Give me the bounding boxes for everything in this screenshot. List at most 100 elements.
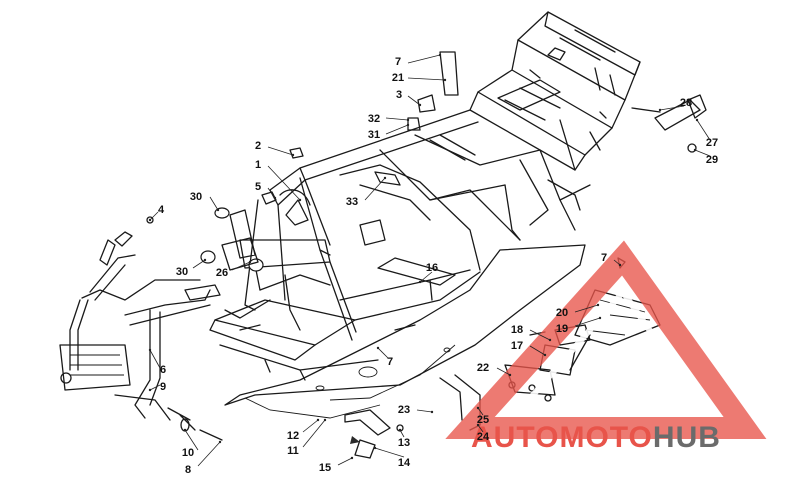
callout-number-12: 12 [287, 430, 299, 442]
callout-number-26: 26 [216, 267, 228, 279]
callout-leader-end [273, 196, 277, 200]
callout-number-27: 27 [706, 137, 718, 149]
callout-number-5: 5 [255, 181, 261, 193]
callout-number-14: 14 [398, 457, 411, 469]
callout-leader-end [248, 260, 252, 264]
rear-rack [469, 11, 641, 171]
callout-number-3: 3 [396, 89, 402, 101]
callout-number-30: 30 [190, 191, 202, 203]
callout-leader-end [323, 418, 327, 422]
callout-leader [231, 261, 251, 271]
callout-leader-end [618, 263, 622, 267]
callout-number-21: 21 [392, 72, 404, 84]
callout-leader [267, 187, 276, 199]
callout-number-22: 22 [477, 362, 489, 374]
callout-leader-end [383, 176, 387, 180]
callout-leader [477, 407, 484, 416]
callout-number-4: 4 [158, 204, 165, 216]
callout-number-17: 17 [511, 340, 523, 352]
callout-leader [696, 119, 711, 141]
callout-leader-end [203, 258, 207, 262]
callout-leader [149, 211, 159, 221]
callout-leader-end [398, 428, 402, 432]
callout-leader [374, 447, 405, 458]
skid-plate [224, 244, 586, 419]
callout-number-33: 33 [346, 196, 358, 208]
callout-leader-end [548, 338, 552, 342]
callout-leader-end [476, 406, 480, 410]
callout-leader [377, 347, 389, 359]
callout-leader [659, 105, 685, 111]
watermark-moto: MOTO [559, 421, 652, 454]
callout-leader [529, 329, 551, 341]
callout-leader-end [316, 418, 320, 422]
callout-leader-end [693, 148, 697, 152]
callout-leader-end [443, 78, 447, 82]
callout-leader-end [406, 123, 410, 127]
callout-leader-end [430, 410, 434, 414]
callout-leader [364, 177, 386, 201]
upper-rails [299, 109, 591, 271]
callout-number-15: 15 [319, 462, 331, 474]
callout-leader-end [298, 198, 302, 202]
callout-leader-end [373, 446, 377, 450]
callout-leader-end [438, 53, 442, 57]
callout-leader [574, 317, 601, 327]
callout-leader [574, 304, 599, 313]
callout-leader [149, 349, 161, 369]
callout-leader [496, 367, 511, 376]
callout-number-20: 20 [556, 307, 568, 319]
callout-leader-end [291, 153, 295, 157]
callout-leader [302, 419, 326, 448]
callout-leader [149, 384, 161, 391]
callout-leader-end [596, 303, 600, 307]
callout-number-19: 19 [556, 323, 568, 335]
callout-leader-end [148, 388, 152, 392]
callout-leader [529, 345, 546, 356]
callout-leader [416, 409, 433, 413]
front-frame [229, 167, 357, 341]
callout-number-6: 6 [160, 364, 166, 376]
callout-leader-end [476, 423, 480, 427]
callout-leader-end [216, 208, 220, 212]
callout-leader-end [658, 108, 662, 112]
callout-leader [419, 271, 433, 283]
callout-number-11: 11 [287, 445, 299, 457]
callout-leader [192, 259, 206, 269]
callout-leader [337, 457, 353, 466]
callout-number-7: 7 [601, 252, 607, 264]
callout-leader-end [418, 280, 422, 284]
callout-number-2: 2 [255, 140, 261, 152]
callout-number-28: 28 [680, 97, 692, 109]
callout-leader [407, 77, 446, 81]
callout-number-7: 7 [395, 56, 401, 68]
callout-number-30: 30 [176, 266, 188, 278]
callout-number-16: 16 [426, 262, 438, 274]
callout-leader-end [218, 440, 222, 444]
callout-leader-end [148, 218, 152, 222]
callout-leader-end [695, 118, 699, 122]
watermark-logo: AUTOMOTOHUB [445, 240, 767, 454]
watermark-text: AUTOMOTOHUB [471, 421, 721, 454]
front-bumper [59, 231, 221, 421]
callout-leader-end [148, 348, 152, 352]
callout-number-24: 24 [477, 431, 490, 443]
callout-number-32: 32 [368, 113, 380, 125]
callout-leader [407, 54, 441, 64]
callout-number-31: 31 [368, 129, 380, 141]
callout-number-8: 8 [185, 464, 191, 476]
watermark-auto: AUTO [471, 421, 559, 454]
callout-leader [197, 441, 221, 467]
watermark-hub: HUB [653, 421, 721, 454]
callout-leader [407, 95, 421, 106]
callout-leader [385, 117, 409, 121]
callout-leader-end [418, 103, 422, 107]
callout-leader-end [376, 346, 380, 350]
callout-leader [694, 149, 711, 157]
callout-leader [209, 196, 219, 211]
callout-number-13: 13 [398, 437, 410, 449]
callout-leader-end [543, 353, 547, 357]
callout-number-1: 1 [255, 159, 261, 171]
